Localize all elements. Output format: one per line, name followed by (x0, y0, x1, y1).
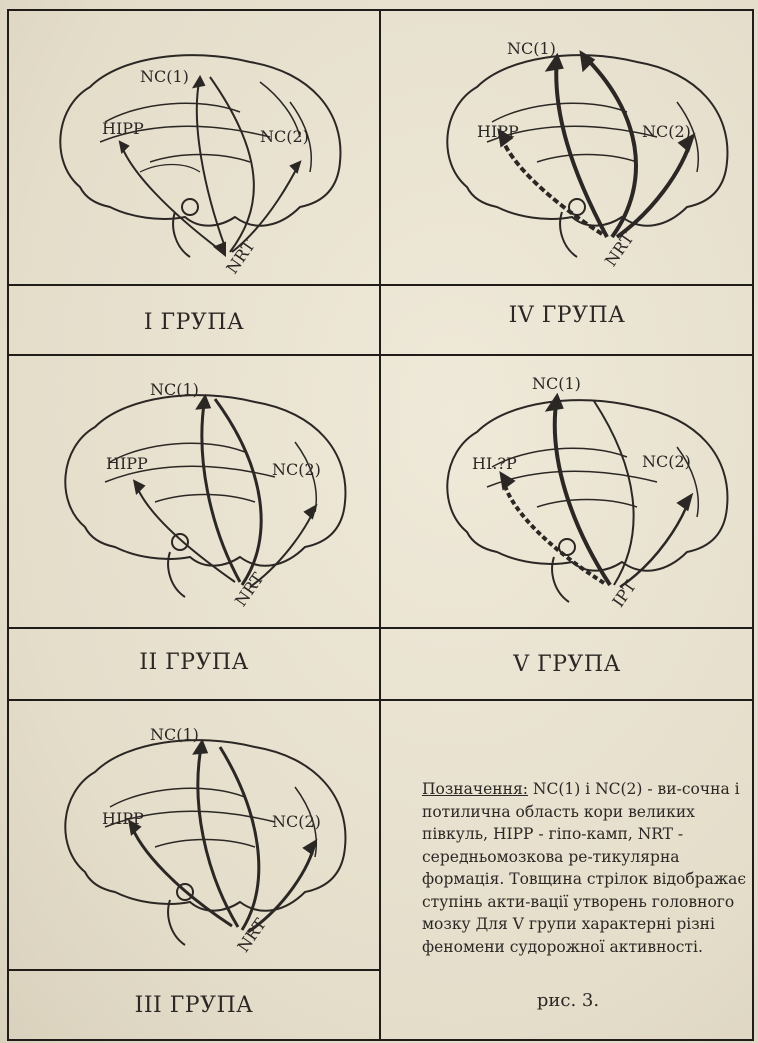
hipp-label: HIPP (102, 119, 144, 138)
panel-group-3: NC(1) NC(2) HIPP NRT (10, 702, 378, 968)
caption-group-3: III ГРУПА (10, 993, 378, 1018)
nc1-label: NC(1) (150, 725, 199, 744)
nc1-label: NC(1) (140, 67, 189, 86)
nc2-label: NC(2) (642, 452, 691, 471)
brain-diagram-2: NC(1) NC(2) HIPP NRT (10, 357, 378, 627)
nc2-label: NC(2) (272, 460, 321, 479)
hipp-label: HI.?P (472, 454, 517, 473)
caption-group-2: II ГРУПА (10, 650, 378, 675)
brain-diagram-4: NC(1) NC(2) HIPP NRT (382, 12, 752, 284)
caption-group-5: V ГРУПА (382, 652, 752, 677)
hipp-label: HIPP (106, 454, 148, 473)
legend-label: Позначення: (422, 780, 528, 798)
panel-group-1: NC(1) NC(2) HIPP NRT (10, 12, 378, 284)
nc2-label: NC(2) (272, 812, 321, 831)
nrt-label: IPT (608, 577, 640, 611)
legend-block: Позначення: NC(1) і NC(2) - ви-сочна і п… (422, 778, 754, 958)
caption-group-1: I ГРУПА (10, 310, 378, 335)
panel-group-2: NC(1) NC(2) HIPP NRT (10, 357, 378, 627)
brain-diagram-1: NC(1) NC(2) HIPP NRT (10, 12, 378, 284)
caption-group-4: IV ГРУПА (382, 303, 752, 328)
nrt-label: NRT (222, 236, 259, 277)
brain-diagram-5: NC(1) NC(2) HI.?P IPT (382, 357, 752, 627)
nc1-label: NC(1) (532, 374, 581, 393)
legend-text: NC(1) і NC(2) - ви-сочна і потилична обл… (422, 780, 746, 956)
figure-label: рис. 3. (380, 990, 756, 1011)
hipp-label: HIPP (102, 809, 144, 828)
nc2-label: NC(2) (642, 122, 691, 141)
nc2-label: NC(2) (260, 127, 309, 146)
panel-group-5: NC(1) NC(2) HI.?P IPT (382, 357, 752, 627)
hipp-label: HIPP (477, 122, 519, 141)
panel-group-4: NC(1) NC(2) HIPP NRT (382, 12, 752, 284)
nc1-label: NC(1) (150, 380, 199, 399)
nc1-label: NC(1) (507, 39, 556, 58)
brain-diagram-3: NC(1) NC(2) HIPP NRT (10, 702, 378, 968)
